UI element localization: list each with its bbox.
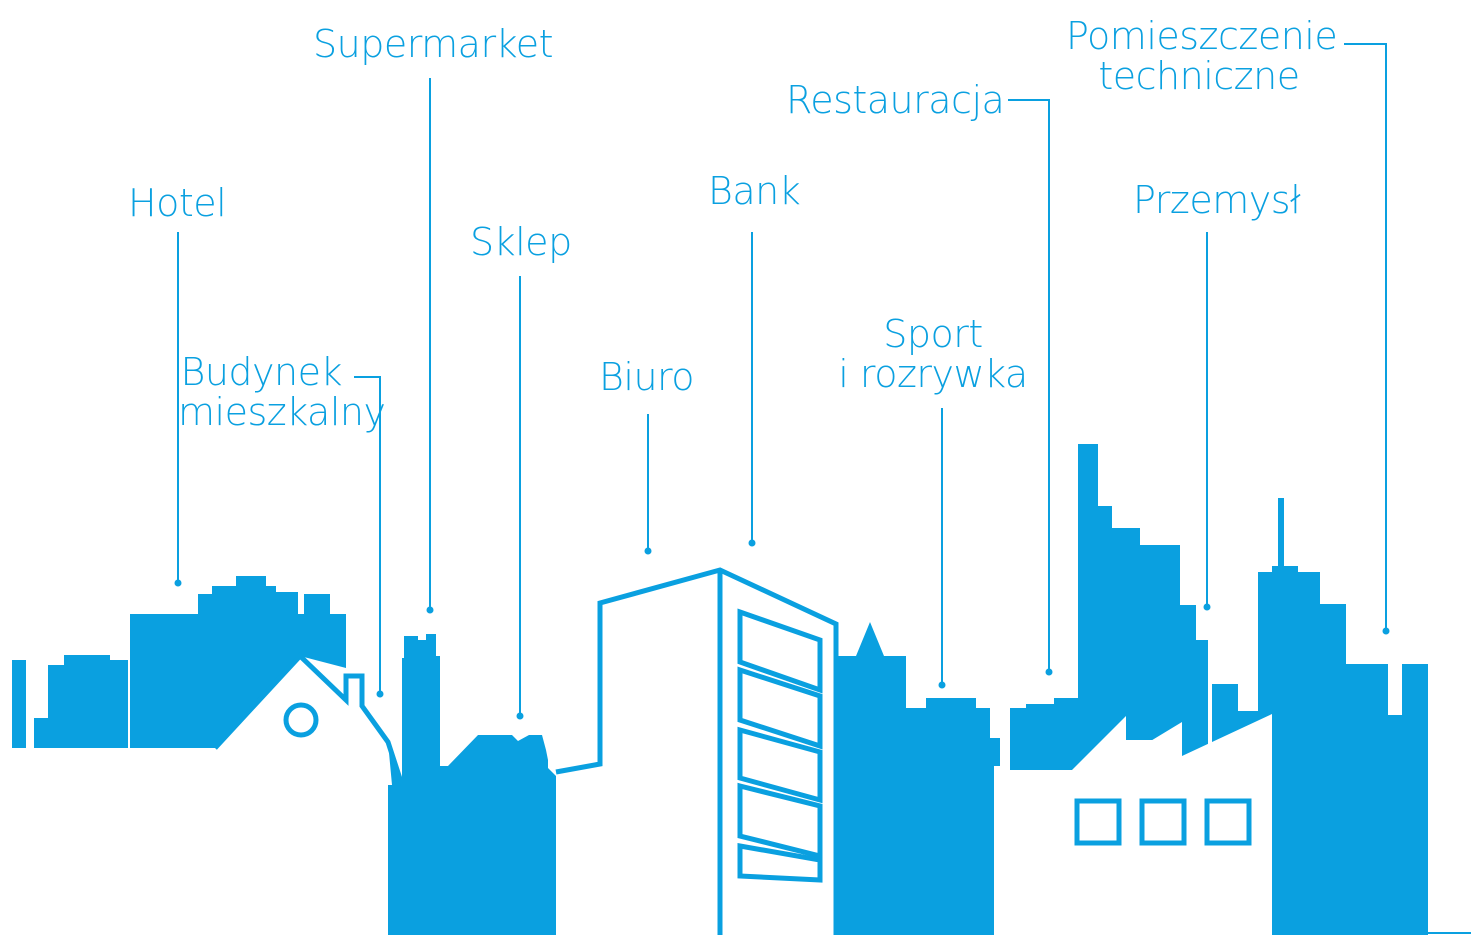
label-bank-text: Bank	[708, 169, 801, 213]
label-hotel: Hotel	[128, 181, 227, 225]
building-hotel	[130, 576, 346, 748]
office-window-3	[737, 726, 823, 804]
label-residential-line1: Budynek	[180, 350, 342, 394]
label-supermarket: Supermarket	[313, 22, 554, 66]
building-sport	[838, 622, 1000, 935]
leader-dot-bank	[748, 539, 756, 547]
label-bank: Bank	[708, 169, 801, 213]
building-restaurant	[1010, 444, 1208, 772]
office-window-2	[737, 666, 823, 750]
building-supermarket	[388, 634, 556, 935]
house-outline	[213, 652, 405, 786]
label-technical: Pomieszczenie techniczne	[1066, 14, 1338, 98]
label-supermarket-text: Supermarket	[313, 22, 554, 66]
label-restaurant: Restauracja	[786, 78, 1005, 122]
label-sport: Sport i rozrywka	[835, 314, 1031, 394]
label-sport-line2: i rozrywka	[838, 352, 1028, 396]
leader-dot-sport	[938, 681, 946, 689]
building-hotel-mid	[64, 655, 110, 748]
label-hotel-text: Hotel	[128, 181, 227, 225]
leader-dot-residential	[376, 690, 384, 698]
leader-dot-restaurant	[1045, 668, 1053, 676]
house-window-icon	[283, 702, 319, 738]
label-industry-text: Przemysł	[1133, 178, 1301, 222]
factory-window-2	[1139, 798, 1187, 846]
office-window-1	[737, 608, 823, 694]
leader-technical	[1344, 43, 1387, 630]
office-window-5	[737, 843, 823, 883]
building-hotel-annex	[34, 718, 48, 748]
building-industry	[1212, 498, 1428, 935]
office-outline	[555, 567, 839, 935]
leader-dot-technical	[1382, 627, 1390, 635]
leader-residential	[354, 376, 381, 693]
leader-dot-office	[644, 547, 652, 555]
leader-dot-industry	[1203, 603, 1211, 611]
leader-dot-hotel	[174, 579, 182, 587]
label-residential-line2: mieszkalny	[178, 390, 386, 434]
leader-dot-supermarket	[426, 606, 434, 614]
label-technical-line1: Pomieszczenie	[1066, 14, 1338, 58]
office-window-4	[737, 782, 823, 860]
label-shop-text: Sklep	[470, 220, 572, 264]
building-hotel-mid2	[110, 660, 128, 748]
factory-window-3	[1204, 798, 1252, 846]
building-hotel-left	[12, 660, 26, 748]
label-office: Biuro	[599, 355, 695, 399]
factory-body	[994, 714, 1272, 935]
label-residential: Budynek mieszkalny	[178, 350, 386, 434]
factory-window-1	[1074, 798, 1122, 846]
label-restaurant-text: Restauracja	[786, 78, 1005, 122]
building-hotel-annex2	[48, 665, 64, 748]
label-office-text: Biuro	[599, 355, 695, 399]
leader-dot-shop	[516, 712, 524, 720]
label-shop: Sklep	[470, 222, 572, 262]
label-sport-line1: Sport	[883, 312, 983, 356]
label-technical-line2: techniczne	[1098, 54, 1300, 98]
label-industry: Przemysł	[1133, 178, 1301, 222]
leader-restaurant	[1008, 99, 1050, 672]
